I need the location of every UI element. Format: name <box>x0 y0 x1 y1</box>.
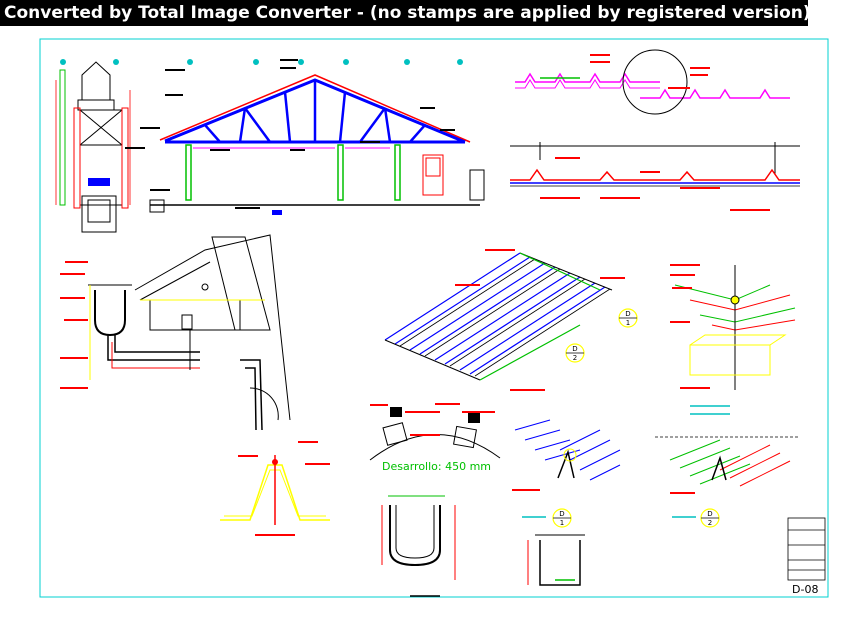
bracket-detail <box>369 403 501 461</box>
detail-tag-number: 1 <box>626 319 630 327</box>
l-profile-detail <box>527 534 585 586</box>
sheet-number: D-08 <box>792 583 819 596</box>
detail-tag-letter: D <box>707 510 712 518</box>
u-profile-detail <box>381 495 456 597</box>
detail-tag-number: 2 <box>708 519 712 527</box>
detail-tag-letter: D <box>625 310 630 318</box>
panel-isometric <box>384 249 625 391</box>
gutter-section <box>60 234 291 431</box>
detail-tag-number: 2 <box>573 354 577 362</box>
panel-profile-detail <box>510 49 800 211</box>
sheet-border <box>39 38 829 598</box>
joint-detail-d1 <box>512 419 621 491</box>
detail-tag-letter: D <box>572 345 577 353</box>
converter-banner: Converted by Total Image Converter - (no… <box>0 0 811 26</box>
detail-tag-number: 1 <box>560 519 564 527</box>
development-length-note: Desarrollo: 450 mm <box>382 460 492 473</box>
building-elevation <box>55 59 485 233</box>
ridge-union-detail <box>655 264 800 494</box>
title-block <box>787 517 826 581</box>
water-tank <box>59 61 129 233</box>
ridge-cap-profile <box>220 441 330 536</box>
detail-tag-letter: D <box>559 510 564 518</box>
